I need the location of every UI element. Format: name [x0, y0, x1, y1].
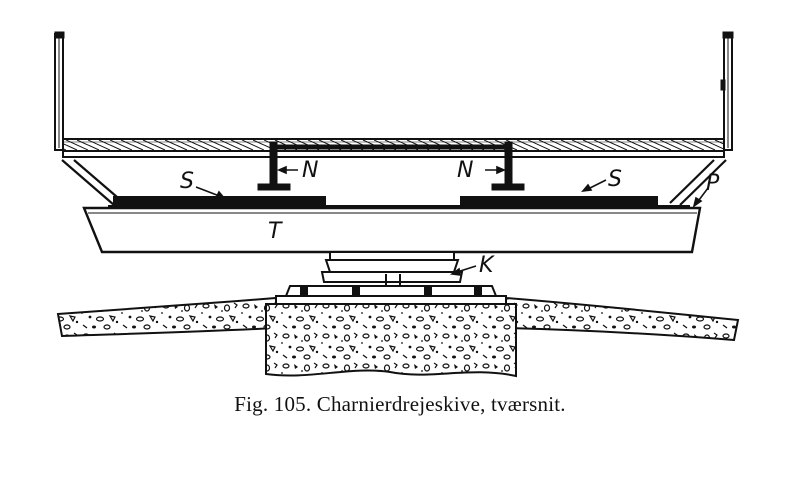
- concrete-slab-right: [505, 296, 740, 342]
- post-left: [269, 141, 278, 189]
- slide-plates: [113, 196, 658, 205]
- label-t: T: [268, 219, 283, 244]
- label-n-left: N: [302, 158, 318, 183]
- post-right-foot: [491, 183, 525, 191]
- pivot-bearing: [275, 251, 507, 305]
- slide-plate-right: [460, 196, 658, 203]
- post-left-foot: [257, 183, 291, 191]
- label-k: K: [479, 253, 495, 278]
- slide-plate-left: [113, 196, 326, 203]
- label-s-left: S: [180, 169, 194, 194]
- label-s-right: S: [608, 167, 622, 192]
- center-posts: [257, 141, 525, 191]
- car-body: [54, 31, 734, 151]
- figure-caption: Fig. 105. Charnierdrejeskive, tværsnit.: [234, 392, 566, 416]
- concrete-pier: [265, 303, 517, 378]
- part-labels: N N S S T P K: [180, 158, 720, 278]
- post-right: [504, 141, 513, 189]
- left-wall-cap: [54, 31, 65, 39]
- label-n-right: N: [457, 158, 473, 183]
- leader-lines: [195, 165, 709, 276]
- right-wall-cap: [722, 31, 734, 39]
- main-beam: [82, 206, 702, 254]
- label-p: P: [706, 171, 720, 196]
- concrete-foundation: [56, 296, 740, 378]
- side-braces: [61, 159, 727, 206]
- anchor-bolts: [300, 285, 482, 295]
- concrete-slab-left: [56, 296, 277, 338]
